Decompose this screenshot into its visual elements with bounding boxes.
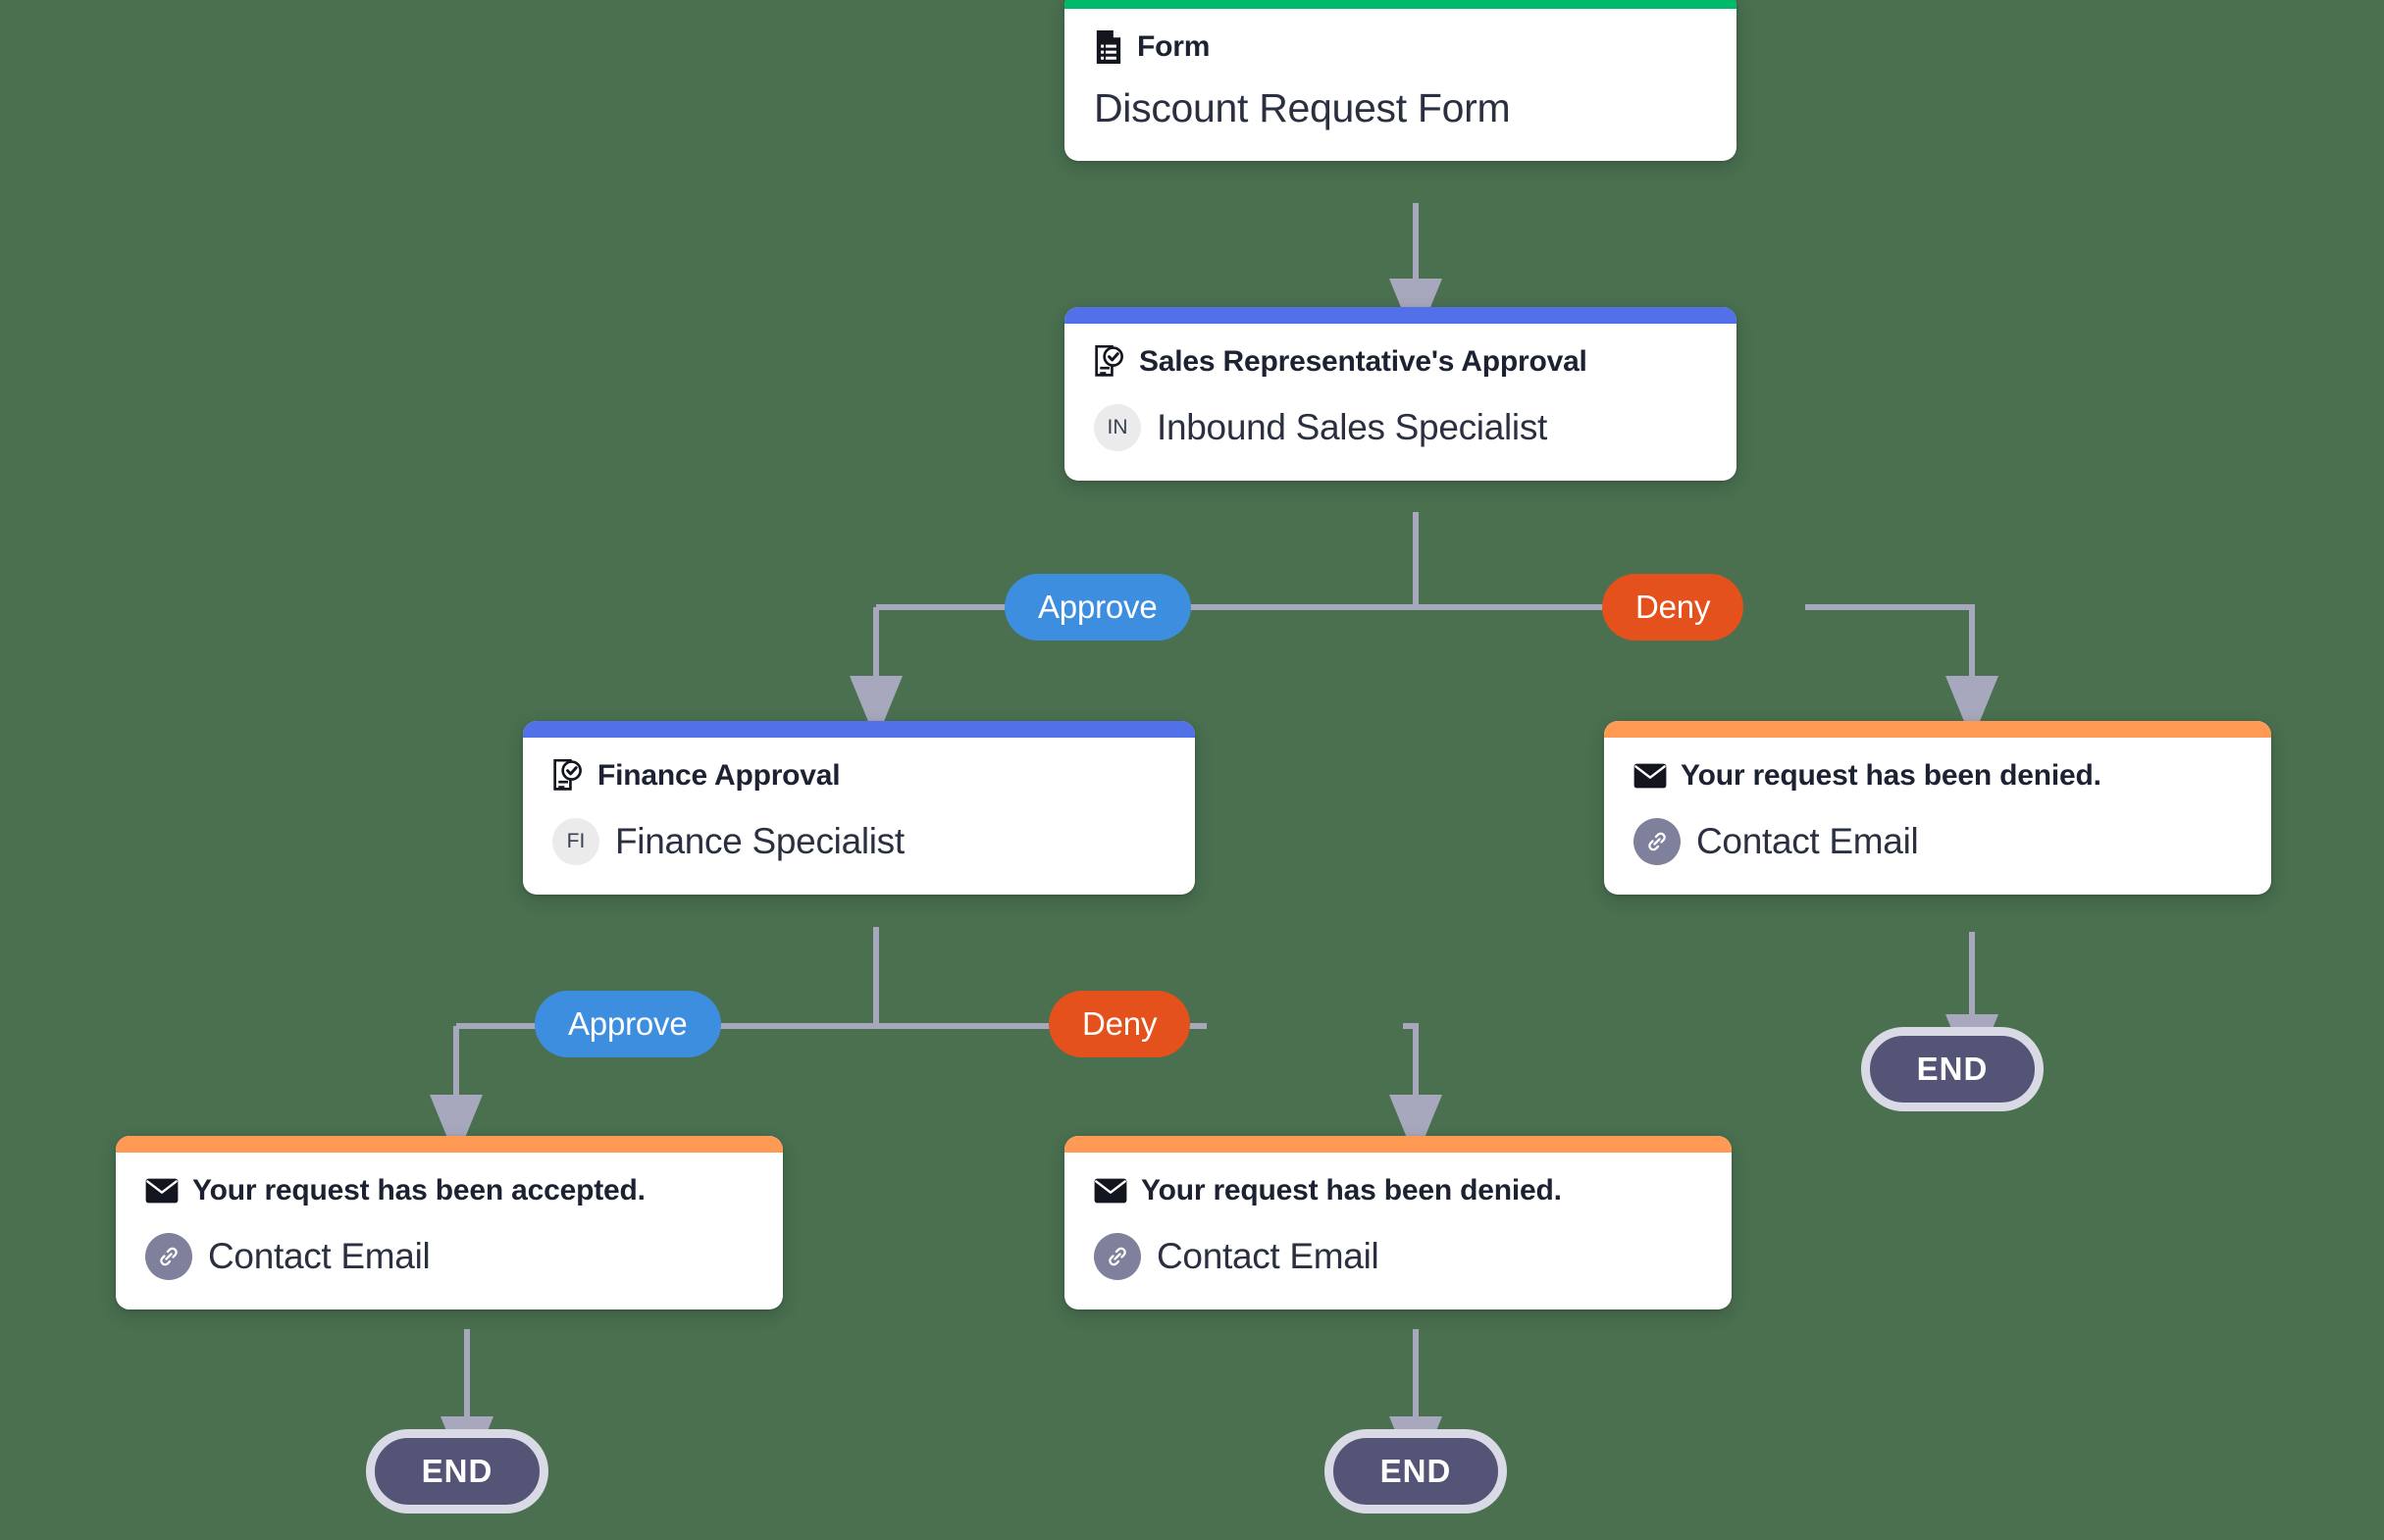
connector-sales-deny-leg <box>1805 604 1998 741</box>
node-email-accepted-link-label[interactable]: Contact Email <box>208 1236 431 1276</box>
node-email-denied-finance-color-bar <box>1064 1136 1732 1153</box>
node-sales-approval[interactable]: Sales Representative's Approval IN Inbou… <box>1064 307 1736 481</box>
node-sales-approval-header: Sales Representative's Approval <box>1094 345 1707 379</box>
approval-checklist-icon <box>1095 345 1123 377</box>
node-finance-approval-assignee-row: FI Finance Specialist <box>552 818 1166 865</box>
link-glyph <box>1109 1247 1126 1266</box>
link-paperclip-icon <box>1094 1233 1141 1280</box>
node-email-denied-sales-body: Your request has been denied. Contact Em… <box>1604 738 2271 895</box>
node-finance-approval[interactable]: Finance Approval FI Finance Specialist <box>523 721 1195 895</box>
terminal-end-left-label: END <box>421 1453 493 1489</box>
terminal-end-middle-label: END <box>1379 1453 1452 1489</box>
node-email-denied-sales[interactable]: Your request has been denied. Contact Em… <box>1604 721 2271 895</box>
node-email-accepted[interactable]: Your request has been accepted. Contact … <box>116 1136 783 1309</box>
node-email-accepted-title: Your request has been accepted. <box>192 1174 646 1206</box>
node-email-accepted-header: Your request has been accepted. <box>145 1174 753 1207</box>
branch-pill-finance-deny[interactable]: Deny <box>1049 991 1191 1057</box>
node-email-accepted-body: Your request has been accepted. Contact … <box>116 1153 783 1309</box>
link-glyph <box>160 1247 178 1266</box>
envelope-icon <box>1633 763 1667 789</box>
avatar-initials: IN <box>1094 404 1141 451</box>
node-email-denied-sales-color-bar <box>1604 721 2271 738</box>
node-sales-approval-assignee-row: IN Inbound Sales Specialist <box>1094 404 1707 451</box>
envelope-icon <box>1094 1178 1127 1204</box>
node-email-denied-finance-link-label[interactable]: Contact Email <box>1157 1236 1379 1276</box>
terminal-end-left[interactable]: END <box>366 1429 548 1514</box>
node-form-body: Form Discount Request Form <box>1064 9 1736 161</box>
envelope-icon <box>145 1178 179 1204</box>
connector-finance-deny-leg <box>1389 1023 1442 1159</box>
document-form-icon <box>1096 30 1121 64</box>
branch-pill-finance-approve[interactable]: Approve <box>535 991 721 1057</box>
node-email-denied-finance-header: Your request has been denied. <box>1094 1174 1702 1207</box>
node-finance-approval-body: Finance Approval FI Finance Specialist <box>523 738 1195 895</box>
node-email-denied-finance[interactable]: Your request has been denied. Contact Em… <box>1064 1136 1732 1309</box>
node-email-denied-sales-link-row: Contact Email <box>1633 818 2242 865</box>
link-paperclip-icon <box>145 1233 192 1280</box>
branch-pill-sales-approve-label: Approve <box>1038 589 1158 625</box>
node-form[interactable]: Form Discount Request Form <box>1064 0 1736 161</box>
node-sales-approval-color-bar <box>1064 307 1736 324</box>
node-form-label: Form <box>1137 30 1211 63</box>
approval-checklist-icon <box>553 759 582 791</box>
node-email-denied-sales-title: Your request has been denied. <box>1681 759 2101 792</box>
node-form-title: Discount Request Form <box>1094 85 1511 130</box>
terminal-end-right[interactable]: END <box>1861 1027 2044 1111</box>
terminal-end-right-label: END <box>1916 1051 1989 1087</box>
terminal-end-middle[interactable]: END <box>1324 1429 1507 1514</box>
node-sales-approval-body: Sales Representative's Approval IN Inbou… <box>1064 324 1736 481</box>
node-email-denied-finance-link-row: Contact Email <box>1094 1233 1702 1280</box>
node-sales-approval-assignee: Inbound Sales Specialist <box>1157 407 1548 447</box>
node-email-denied-finance-title: Your request has been denied. <box>1141 1174 1562 1206</box>
node-email-denied-finance-body: Your request has been denied. Contact Em… <box>1064 1153 1732 1309</box>
branch-pill-sales-approve[interactable]: Approve <box>1005 574 1191 641</box>
branch-pill-finance-deny-label: Deny <box>1082 1005 1158 1042</box>
node-email-accepted-color-bar <box>116 1136 783 1153</box>
node-finance-approval-assignee: Finance Specialist <box>615 821 905 861</box>
branch-pill-sales-deny[interactable]: Deny <box>1602 574 1744 641</box>
link-paperclip-icon <box>1633 818 1681 865</box>
branch-pill-sales-deny-label: Deny <box>1635 589 1711 625</box>
node-finance-approval-title: Finance Approval <box>597 759 841 792</box>
node-finance-approval-header: Finance Approval <box>552 759 1166 793</box>
avatar-initials: FI <box>552 818 599 865</box>
node-finance-approval-color-bar <box>523 721 1195 738</box>
branch-pill-finance-approve-label: Approve <box>568 1005 688 1042</box>
node-email-accepted-link-row: Contact Email <box>145 1233 753 1280</box>
node-email-denied-sales-link-label[interactable]: Contact Email <box>1696 821 1919 861</box>
node-email-denied-sales-header: Your request has been denied. <box>1633 759 2242 793</box>
node-form-color-bar <box>1064 0 1736 9</box>
node-sales-approval-title: Sales Representative's Approval <box>1139 345 1587 378</box>
node-form-header: Form <box>1094 30 1707 64</box>
link-glyph <box>1648 832 1666 851</box>
